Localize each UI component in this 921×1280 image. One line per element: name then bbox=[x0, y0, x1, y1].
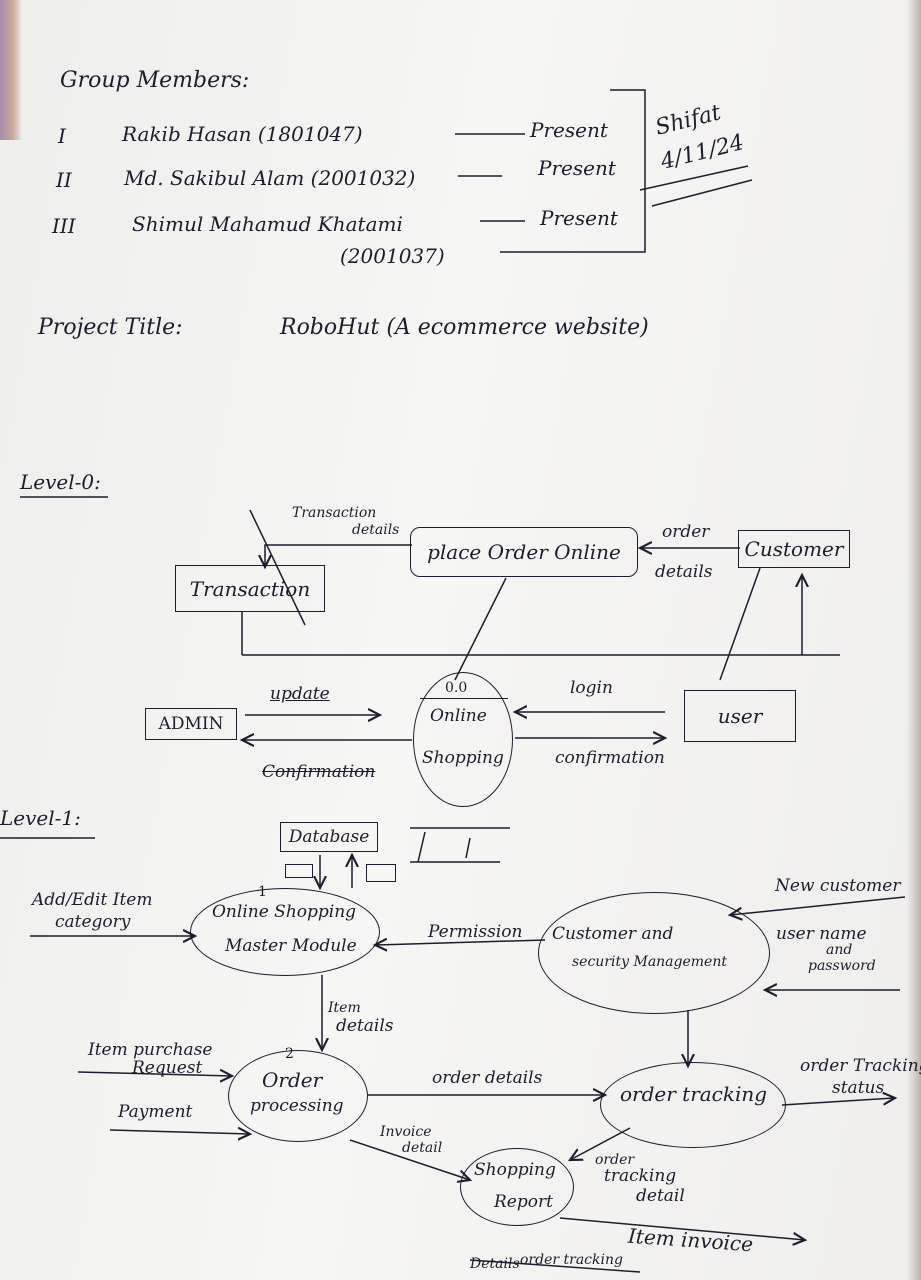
customer-entity: Customer bbox=[738, 530, 850, 568]
invoice-detail-label: detail bbox=[402, 1140, 443, 1156]
member-number: I bbox=[58, 124, 66, 148]
customer-security-label: security Management bbox=[572, 954, 727, 970]
tracking-status-label: status bbox=[832, 1078, 885, 1098]
shopping-report-label: Shopping bbox=[474, 1160, 556, 1180]
transaction-details-label: details bbox=[352, 522, 400, 538]
order-processing-label: Order bbox=[262, 1068, 323, 1092]
process-label: Online bbox=[430, 706, 487, 726]
member-number: II bbox=[56, 168, 72, 192]
update-label: update bbox=[270, 684, 330, 704]
member-status: Present bbox=[538, 156, 616, 180]
member-name: Rakib Hasan (1801047) bbox=[122, 122, 363, 146]
paper-edge-right bbox=[907, 0, 921, 1280]
master-module-label: Master Module bbox=[225, 936, 357, 956]
tracking-detail-label: tracking bbox=[604, 1166, 677, 1186]
db-sub-box bbox=[285, 864, 313, 878]
order-tracking-label: order tracking bbox=[620, 1082, 768, 1106]
order-processing-process bbox=[228, 1050, 368, 1142]
bottom-details-label: Details bbox=[470, 1256, 520, 1272]
process-divider bbox=[420, 698, 508, 699]
order-details-flow-label: order details bbox=[432, 1068, 543, 1088]
purchase-request-label: Request bbox=[132, 1058, 203, 1078]
member-status: Present bbox=[540, 206, 618, 230]
permission-label: Permission bbox=[428, 922, 523, 942]
db-sub-box bbox=[366, 864, 396, 882]
arrow-permission bbox=[375, 940, 546, 945]
order-processing-number: 2 bbox=[285, 1046, 294, 1062]
order-details-label: order bbox=[662, 522, 710, 542]
member-number: III bbox=[52, 214, 76, 238]
project-title-label: Project Title: bbox=[38, 315, 183, 340]
confirmation-label-left: Confirmation bbox=[262, 762, 376, 782]
process-number: 0.0 bbox=[445, 680, 468, 696]
project-title-value: RoboHut (A ecommerce website) bbox=[280, 315, 649, 340]
tracking-detail-label: order bbox=[595, 1152, 635, 1168]
item-details-label: details bbox=[336, 1016, 394, 1036]
master-module-number: 1 bbox=[258, 884, 267, 900]
member-name: Md. Sakibul Alam (2001032) bbox=[124, 166, 416, 190]
login-label: login bbox=[570, 678, 613, 698]
transaction-store: Transaction bbox=[175, 565, 325, 612]
member-id: (2001037) bbox=[340, 244, 445, 268]
customer-security-label: Customer and bbox=[552, 924, 674, 944]
item-details-label: Item bbox=[328, 1000, 361, 1016]
arrow-order-to-transaction bbox=[265, 544, 412, 567]
shopping-report-process bbox=[460, 1148, 574, 1226]
add-edit-label: Add/Edit Item bbox=[32, 890, 153, 910]
customer-security-process bbox=[538, 892, 770, 1014]
paper-edge-left bbox=[0, 0, 22, 140]
user-name-label: user name bbox=[776, 924, 867, 944]
tracking-detail-label: detail bbox=[636, 1186, 685, 1206]
process-label: Shopping bbox=[422, 748, 504, 768]
level0-heading: Level-0: bbox=[20, 470, 101, 494]
present-bracket bbox=[500, 89, 646, 253]
group-members-heading: Group Members: bbox=[60, 68, 250, 93]
online-shopping-process bbox=[413, 672, 513, 807]
purchase-request-label: Item purchase bbox=[88, 1040, 213, 1060]
new-customer-label: New customer bbox=[775, 876, 901, 896]
transaction-details-label: Transaction bbox=[292, 505, 377, 521]
confirmation-label-right: confirmation bbox=[555, 748, 665, 768]
level1-heading: Level-1: bbox=[0, 806, 81, 830]
admin-entity: ADMIN bbox=[145, 708, 237, 740]
user-name-label: and bbox=[826, 942, 853, 958]
user-name-label: password bbox=[808, 958, 876, 974]
order-tracking-process bbox=[600, 1062, 786, 1148]
master-module-label: Online Shopping bbox=[212, 902, 357, 922]
master-module-process bbox=[190, 888, 380, 976]
payment-label: Payment bbox=[118, 1102, 193, 1122]
user-entity: user bbox=[684, 690, 796, 742]
member-status: Present bbox=[530, 118, 608, 142]
shopping-report-label: Report bbox=[494, 1192, 553, 1212]
order-details-label: details bbox=[655, 562, 713, 582]
database-store: Database bbox=[280, 822, 378, 852]
member-name: Shimul Mahamud Khatami bbox=[132, 212, 403, 236]
order-processing-label: processing bbox=[250, 1096, 344, 1116]
add-edit-label: category bbox=[55, 912, 131, 932]
tracking-status-label: order Tracking bbox=[800, 1056, 921, 1076]
invoice-detail-label: Invoice bbox=[380, 1124, 432, 1140]
bottom-order-tracking-label: order tracking bbox=[520, 1252, 623, 1268]
place-order-process: place Order Online bbox=[410, 527, 638, 577]
